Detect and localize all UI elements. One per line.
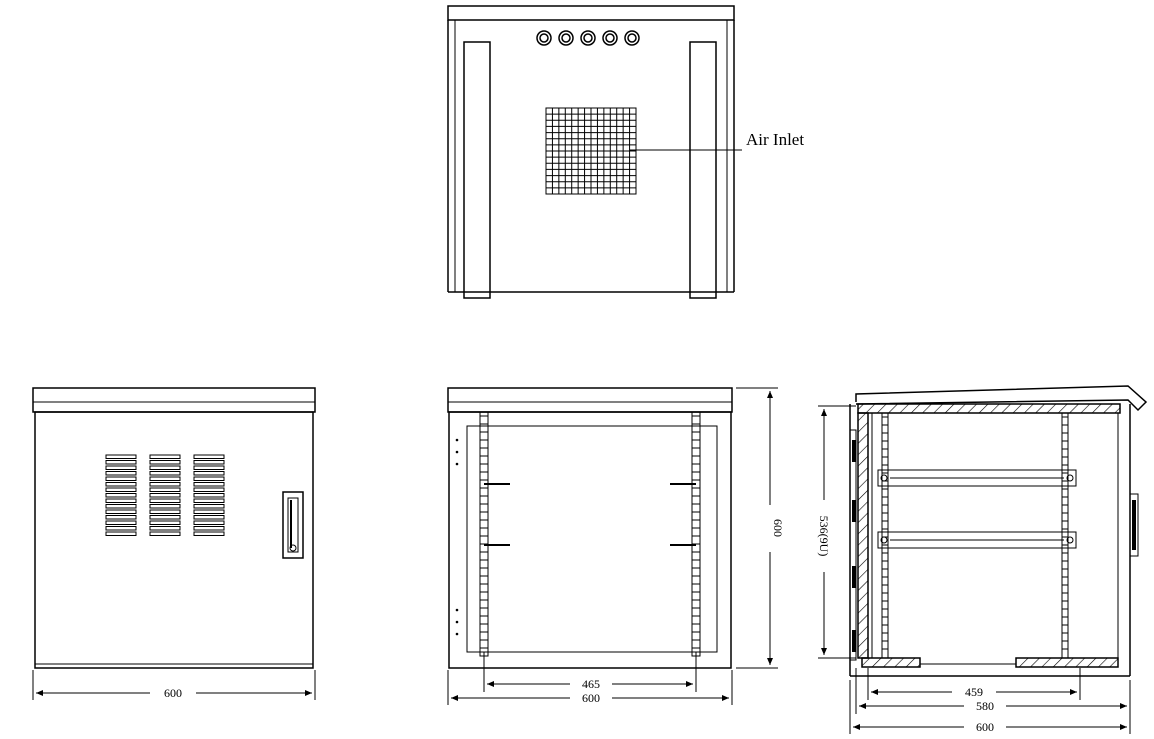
front-view [447,387,778,705]
top-view-right-rail [689,41,717,299]
side-width-dimension: 600 [164,686,182,700]
section-roof [855,385,1148,412]
air-inlet-grille [545,107,637,195]
section-depth-580-dimension: 580 [976,699,994,713]
front-height-dimension: 600 [771,519,785,537]
section-door-wall [857,412,869,659]
section-depth-600-dimension: 600 [976,720,994,734]
top-view [447,5,742,299]
section-inner-depth-dimension: 459 [965,685,983,699]
section-shelves [877,469,1077,549]
top-view-left-rail [463,41,491,299]
section-floor-right [1015,657,1119,668]
air-inlet-label: Air Inlet [746,130,804,149]
side-view-body [34,411,314,669]
rack-rails [479,411,701,657]
side-view-roof [32,387,316,413]
section-floor-left [861,657,921,668]
side-dots [455,438,459,636]
top-view-roof [447,5,735,21]
section-top-wall [857,403,1121,414]
section-rack-rails [881,412,1069,659]
cable-glands [536,30,640,46]
vent-louvers [105,454,225,536]
front-width-dimension: 600 [582,691,600,705]
front-view-roof [447,387,733,413]
door-handle [282,491,304,559]
section-height-dimension: 536(9U) [817,516,831,557]
front-view-body [448,411,732,669]
shelf-brackets [484,483,696,546]
section-view [818,385,1148,734]
front-inner-width-dimension: 465 [582,677,600,691]
side-view [32,387,316,700]
